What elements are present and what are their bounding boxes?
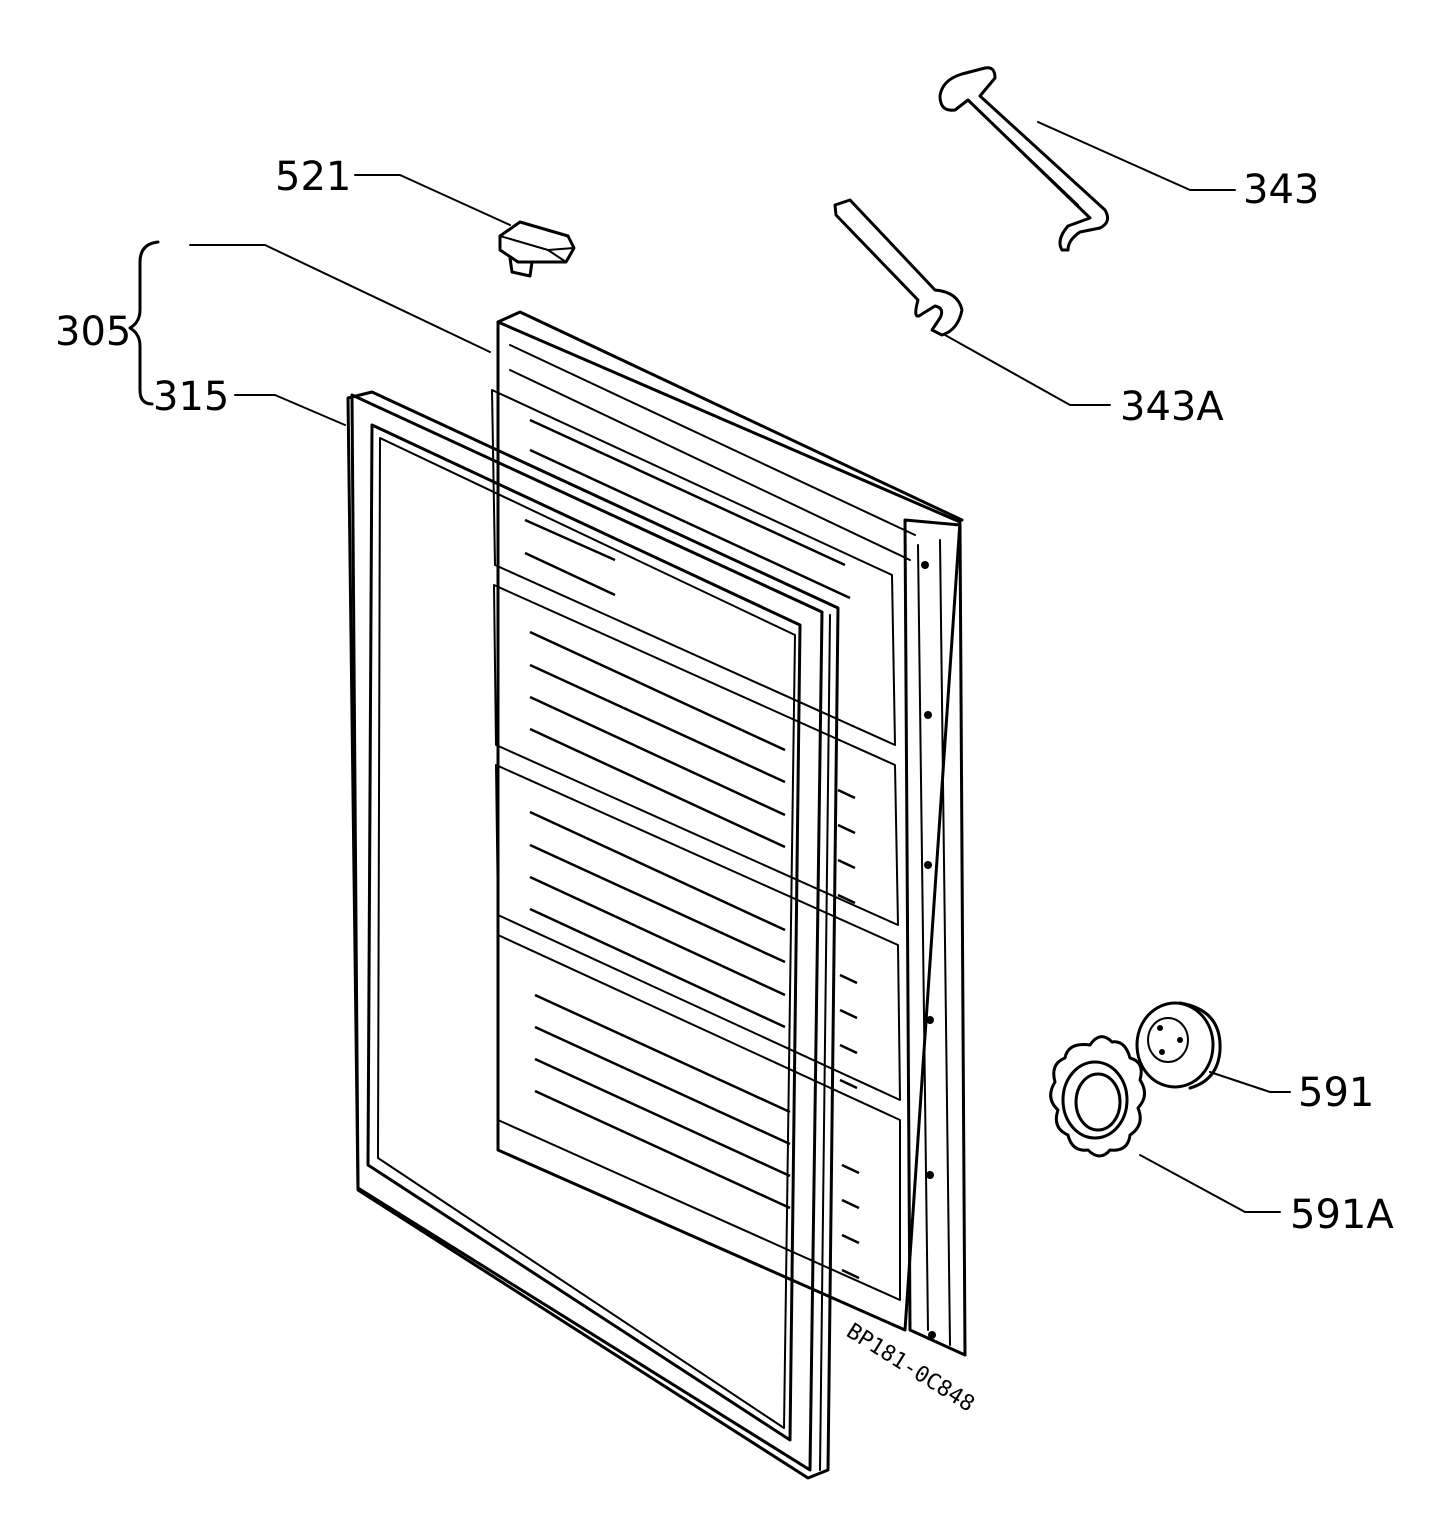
label-305: 305 <box>55 309 131 355</box>
label-591a: 591A <box>1290 1192 1394 1238</box>
label-343a: 343A <box>1120 384 1224 430</box>
wrench-343a <box>833 198 964 337</box>
leader-lines <box>128 121 1291 1213</box>
label-521: 521 <box>275 154 351 200</box>
cap-591 <box>1135 1001 1222 1090</box>
drawing-code: BP181-0C848 <box>842 1319 979 1417</box>
wrench-343 <box>938 66 1110 252</box>
label-591: 591 <box>1298 1070 1374 1116</box>
label-343: 343 <box>1243 167 1319 213</box>
gear-ring-591a <box>1049 1035 1146 1158</box>
door-panel <box>491 310 967 1357</box>
label-315: 315 <box>153 374 229 420</box>
stop-block-521 <box>498 220 576 278</box>
gasket-frame <box>346 390 840 1480</box>
